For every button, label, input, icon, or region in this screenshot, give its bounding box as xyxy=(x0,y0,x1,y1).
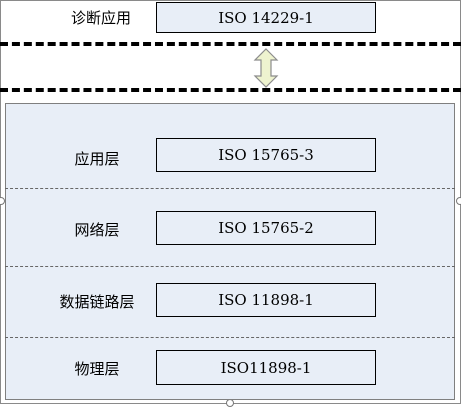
handle-bottom-mid[interactable] xyxy=(226,399,234,407)
handle-right-mid[interactable] xyxy=(456,197,461,205)
double-arrow-svg xyxy=(253,48,279,88)
layer-standard-network: ISO 15765-2 xyxy=(156,211,376,245)
double-vertical-arrow-icon xyxy=(253,48,279,88)
layer-standard-data-link: ISO 11898-1 xyxy=(156,283,376,317)
top-label: 诊断应用 xyxy=(70,9,131,27)
layer-divider-2 xyxy=(5,266,455,267)
lower-dashed-line xyxy=(0,88,461,92)
layer-label-network: 网络层 xyxy=(74,221,120,239)
layer-standard-physical: ISO11898-1 xyxy=(156,350,376,385)
layer-label-data-link: 数据链路层 xyxy=(59,293,135,311)
layer-label-physical: 物理层 xyxy=(74,360,120,378)
handle-left-mid[interactable] xyxy=(0,197,5,205)
layer-divider-3 xyxy=(5,337,455,338)
layer-label-application: 应用层 xyxy=(74,150,120,168)
layer-standard-application: ISO 15765-3 xyxy=(156,138,376,172)
top-standard-box: ISO 14229-1 xyxy=(156,2,376,33)
layer-divider-1 xyxy=(5,188,455,189)
upper-dashed-line xyxy=(0,42,461,46)
